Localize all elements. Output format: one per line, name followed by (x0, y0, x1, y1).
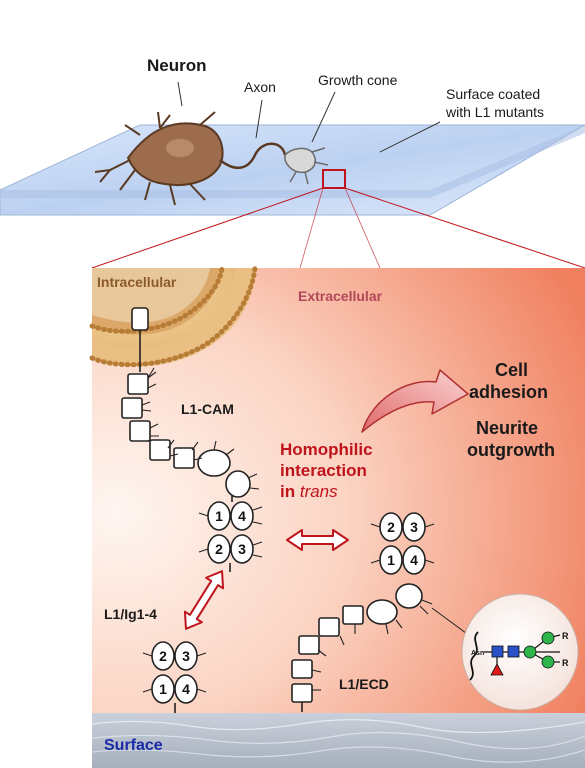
neuron-label: Neuron (147, 56, 207, 75)
zoom-line-right (344, 187, 585, 269)
zoom-line-left (91, 187, 324, 269)
glycan-inset (461, 593, 579, 711)
l1cam-label: L1-CAM (181, 401, 234, 417)
l1ecd-fn3-domain (291, 659, 313, 679)
double-arrow-horizontal (286, 529, 349, 551)
glcnac-square (507, 645, 520, 658)
l1cam-fn3-domain (129, 420, 151, 442)
homophilic-in-text: in (280, 482, 300, 501)
l1cam-domain-4 (230, 501, 254, 531)
l1cam-domain-label: 1 (215, 508, 223, 524)
double-arrow-diagonal (183, 570, 225, 630)
axon-pointer (255, 99, 263, 139)
fucose-triangle (490, 663, 504, 676)
l1cam-fn3-domain (127, 373, 149, 395)
l1ecd-domain-label: 4 (410, 552, 418, 568)
l1ecd-fn3-domain (291, 683, 313, 703)
outcome-adhesion-label: adhesion (469, 382, 549, 402)
l1ecd-label: L1/ECD (339, 676, 389, 692)
surface-substrate (91, 713, 585, 768)
l1ecd-molecule (291, 512, 471, 712)
l1ecd-domain-label: 1 (387, 552, 395, 568)
zoom-panel (89, 187, 585, 768)
curved-outcome-arrow (361, 369, 469, 433)
l1ecd-fn3-domain (342, 605, 364, 625)
outcome-cell-label: Cell (495, 360, 529, 380)
glycan-r-label: R (562, 658, 569, 668)
l1ecd-ig-domain (395, 583, 423, 609)
l1ig-domain-label: 1 (159, 681, 167, 697)
l1cam-molecule (121, 307, 263, 572)
l1ecd-domain-label: 2 (387, 519, 395, 535)
l1cam-ig-domain (225, 470, 251, 498)
l1ig-molecule (142, 641, 207, 713)
growth-cone (284, 147, 329, 185)
l1cam-domain-label: 3 (238, 541, 246, 557)
l1cam-fn3-domain (149, 439, 171, 461)
l1cam-domain-label: 2 (215, 541, 223, 557)
surface-coated-label-line2: with L1 mutants (446, 104, 545, 120)
homophilic-label-line1: Homophilic (280, 440, 373, 459)
mannose-circle (541, 655, 555, 669)
outcome-outgrowth-label: outgrowth (467, 440, 555, 460)
homophilic-label-line2: interaction (280, 461, 367, 480)
surface-pointer (379, 121, 441, 153)
neuron-pointer (177, 81, 183, 107)
l1cam-ig-domain (197, 449, 231, 477)
l1ig-domain-label: 3 (182, 648, 190, 664)
homophilic-label-line3: in trans (280, 482, 338, 502)
l1cam-fn3-domain (121, 397, 143, 419)
homophilic-trans-text: trans (299, 482, 338, 501)
l1cam-domain-label: 4 (238, 508, 246, 524)
growth-cone-label: Growth cone (318, 72, 398, 88)
glcnac-square (491, 645, 504, 658)
l1ecd-ig-domain (366, 599, 398, 625)
mannose-circle (541, 631, 555, 645)
projection-line-2 (344, 187, 381, 269)
outcome-neurite-label: Neurite (476, 418, 539, 438)
growth-cone-pointer (311, 91, 336, 143)
neuron-cell-body (94, 111, 224, 206)
l1ig-domain-label: 4 (182, 681, 190, 697)
l1cam-domain-3 (230, 534, 254, 564)
l1cam-intracellular-domain (131, 307, 149, 331)
glycan-pointer (431, 607, 471, 637)
projection-line-1 (299, 187, 324, 269)
cell-membrane (89, 265, 258, 368)
mannose-circle (523, 645, 537, 659)
zoom-box (322, 169, 346, 189)
axon (219, 142, 287, 169)
l1cam-fn3-domain (173, 447, 195, 469)
extracellular-label: Extracellular (298, 288, 383, 304)
intracellular-label: Intracellular (97, 274, 177, 290)
l1ecd-domain-label: 3 (410, 519, 418, 535)
l1ecd-fn3-domain (318, 617, 340, 637)
l1ig-domain-label: 2 (159, 648, 167, 664)
top-scene (0, 81, 585, 269)
l1ig-label: L1/Ig1-4 (104, 606, 157, 622)
glass-slide-edge (0, 125, 585, 198)
glycan-asn-label: Asn (471, 650, 484, 657)
surface-label: Surface (104, 737, 163, 754)
glycan-r-label: R (562, 631, 569, 641)
surface-coated-label-line1: Surface coated (446, 86, 541, 102)
axon-label: Axon (244, 79, 276, 95)
l1ecd-fn3-domain (298, 635, 320, 655)
